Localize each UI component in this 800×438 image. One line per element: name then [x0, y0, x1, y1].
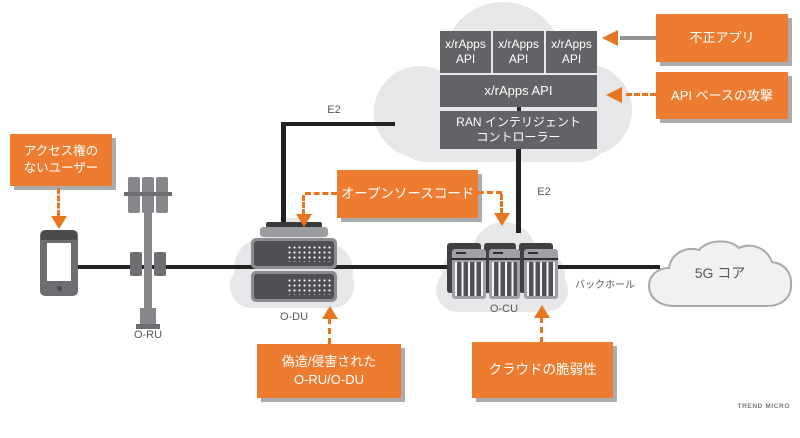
o-du-server-lid: [260, 227, 328, 237]
counterfeit-arrowhead: [322, 306, 338, 319]
o-du-label: O-DU: [279, 311, 309, 323]
e2-line-left-vertical: [281, 122, 286, 228]
cloud-vulnerability-dashed-line: [540, 317, 543, 343]
unauthorized-user-callout: アクセス権の ないユーザー: [10, 134, 112, 186]
backhaul-label: バックホール: [575, 280, 635, 291]
o-ru-label: O-RU: [133, 329, 163, 341]
rack-slats-icon: [492, 262, 517, 296]
unauthorized-user-dashed-line: [57, 188, 60, 216]
smartphone-icon: [40, 230, 78, 296]
watermark: TREND MICRO: [737, 403, 790, 410]
xrapps-row: x/rApps API x/rApps API x/rApps API: [440, 31, 597, 73]
rack-slats-icon: [455, 262, 483, 296]
o-du-server-unit-2: [251, 271, 337, 302]
api-attack-callout: API ベースの攻撃: [656, 72, 788, 119]
api-attack-dashed-line: [626, 93, 656, 96]
server-vents-icon: [286, 278, 331, 295]
open-source-arrowhead-left: [296, 214, 312, 227]
backbone-line: [78, 265, 660, 269]
5g-core-cloud: [647, 240, 793, 307]
unauthorized-user-arrowhead: [51, 216, 67, 229]
o-du-server-unit-1: [251, 238, 337, 269]
api-attack-arrowhead: [606, 87, 622, 103]
rogue-apps-connector: [620, 36, 656, 40]
e2-line-left-horizontal: [283, 122, 395, 126]
cloud-vulnerability-callout: クラウドの脆弱性: [472, 342, 613, 398]
open-source-dashed-left-v: [302, 195, 305, 215]
ric-connector: [517, 107, 521, 111]
cloud-vulnerability-arrowhead: [534, 305, 550, 318]
e2-right-label: E2: [537, 186, 551, 198]
cell-tower-icon: [120, 175, 176, 331]
open-source-dashed-right-v: [500, 194, 503, 214]
counterfeit-dashed-line: [328, 318, 331, 344]
xrapps-box-3: x/rApps API: [546, 31, 597, 73]
o-cu-rack-3: [524, 249, 558, 299]
open-source-dashed-right-h: [478, 191, 502, 194]
e2-left-label: E2: [327, 104, 341, 116]
o-du-server-cap: [266, 222, 322, 228]
o-cu-rack-2: [489, 249, 520, 299]
o-cu-label: O-CU: [489, 303, 519, 315]
rogue-apps-arrowhead: [602, 30, 618, 46]
e2-line-right-vertical: [516, 149, 521, 233]
counterfeit-oru-odu-callout: 偽造/侵害された O-RU/O-DU: [257, 344, 401, 398]
rogue-apps-callout: 不正アプリ: [656, 14, 788, 62]
server-vents-icon: [286, 245, 331, 262]
xrapps-api-bar: x/rApps API: [440, 75, 597, 107]
open-source-arrowhead-right: [494, 213, 510, 226]
xrapps-box-2: x/rApps API: [493, 31, 544, 73]
xrapps-box-1: x/rApps API: [440, 31, 491, 73]
open-source-callout: オープンソースコード: [337, 170, 478, 218]
rack-slats-icon: [527, 262, 555, 296]
o-cu-rack-1: [452, 249, 486, 299]
open-source-dashed-left-h: [305, 192, 337, 195]
ran-intelligent-controller-box: RAN インテリジェント コントローラー: [440, 111, 597, 149]
5g-core-label: 5G コア: [694, 265, 746, 281]
